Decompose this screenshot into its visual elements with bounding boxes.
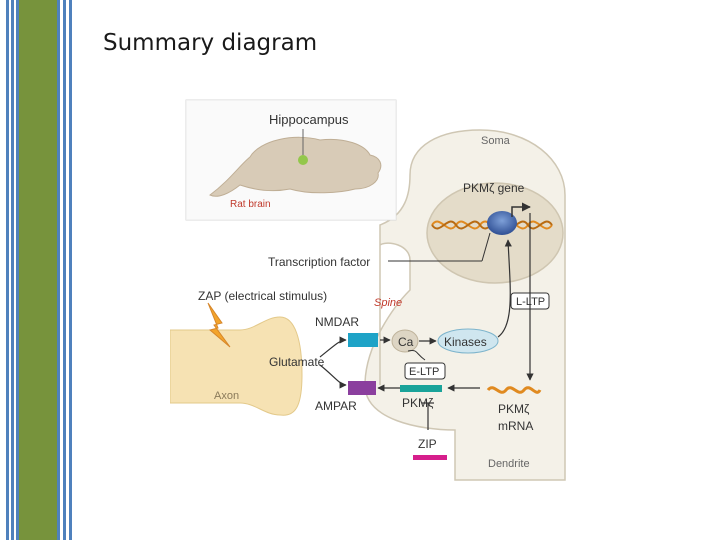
zip-marker	[413, 455, 447, 460]
glutamate-label: Glutamate	[269, 355, 325, 369]
kinases-node	[437, 328, 499, 354]
pkmz-mrna-label-1: PKMζ	[498, 402, 530, 416]
electrical-stimulus-icon	[207, 302, 231, 348]
pkmz-mrna-label-2: mRNA	[498, 419, 533, 433]
spine-label: Spine	[374, 297, 402, 309]
soma-label: Soma	[481, 135, 511, 147]
transcription-complex	[487, 211, 517, 235]
gene-label: PKMζ gene	[463, 181, 525, 195]
l-ltp-label: L-LTP	[516, 296, 545, 308]
pkmz-protein-label: PKMζ	[402, 396, 434, 410]
e-ltp-label: E-LTP	[409, 366, 439, 378]
ca-node	[391, 329, 419, 353]
nmdar-receptor	[348, 333, 378, 347]
zip-label: ZIP	[418, 437, 437, 451]
rat-brain-inset	[185, 99, 397, 221]
axon-terminal	[170, 316, 303, 416]
ca-label: Ca	[398, 335, 414, 349]
kinases-label: Kinases	[444, 335, 487, 349]
zap-label: ZAP (electrical stimulus)	[198, 289, 327, 303]
nmdar-label: NMDAR	[315, 315, 359, 329]
e-ltp-box	[404, 362, 446, 380]
ampar-receptor	[348, 381, 376, 395]
ampar-label: AMPAR	[315, 399, 357, 413]
rat-brain-label: Rat brain	[230, 199, 271, 210]
axon-label: Axon	[214, 390, 239, 402]
transcription-start-arrow	[511, 202, 531, 217]
transcription-factor-label: Transcription factor	[268, 255, 370, 269]
hippocampus-label: Hippocampus	[269, 112, 349, 127]
slide-title: Summary diagram	[103, 30, 318, 56]
dendrite-label: Dendrite	[488, 458, 530, 470]
slide-sidebar	[0, 0, 74, 540]
pkmz-mrna	[486, 386, 542, 394]
summary-diagram: Hippocampus Rat brain Soma PKMζ gene Tra…	[170, 99, 566, 481]
pkmz-protein	[400, 385, 442, 392]
